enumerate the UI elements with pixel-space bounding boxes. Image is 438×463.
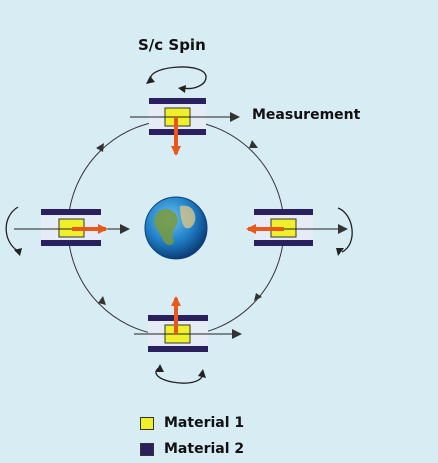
orbit-arrow-icon [96,140,262,305]
legend-item-material-1: Material 1 [140,414,244,432]
earth-icon [144,196,208,260]
spacecraft-top [130,66,240,156]
legend-item-material-2: Material 2 [140,440,244,458]
spacecraft-bottom [134,296,242,384]
legend-swatch-material-1 [140,416,154,430]
legend-swatch-material-2 [140,442,154,456]
spin-label: S/c Spin [138,36,206,54]
legend-label-material-2: Material 2 [164,441,245,457]
spacecraft-left [5,206,130,256]
legend-label-material-1: Material 1 [164,415,245,431]
measurement-label: Measurement [252,107,361,123]
spin-arrow-icon [149,66,207,90]
spacecraft-right [246,207,353,256]
